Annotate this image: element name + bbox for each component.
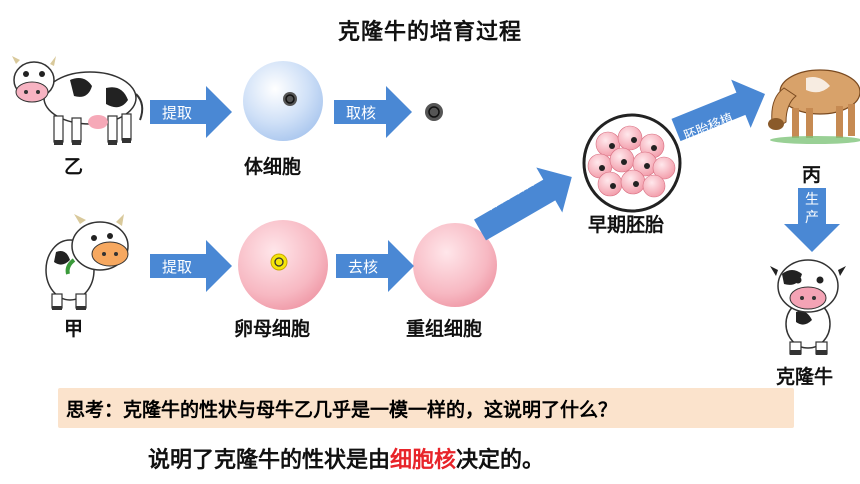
cow-bing-icon [768,69,860,144]
label-cow-yi: 乙 [64,156,84,178]
cow-yi-icon [12,56,144,145]
arrow-extract-bottom [150,240,232,292]
label-body-cell: 体细胞 [244,156,302,178]
arrow-remove-nucleus-label: 去核 [348,258,379,276]
arrow-birth [784,188,840,252]
body-cell-icon [243,61,323,141]
label-cow-jia: 甲 [64,318,84,340]
arrow-birth-label-2: 产 [805,210,819,226]
arrow-extract-top [150,86,232,138]
answer-text: 说明了克隆牛的性状是由细胞核决定的。 [148,442,544,474]
arrow-extract-top-label: 提取 [162,104,193,122]
arrow-take-nucleus [334,86,412,138]
answer-after: 决定的。 [456,448,545,473]
nucleus-icon [425,103,443,121]
label-clone-cow: 克隆牛 [776,366,834,388]
question-box: 思考：克隆牛的性状与母牛乙几乎是一模一样的，这说明了什么？ [58,388,794,428]
arrow-take-nucleus-label: 取核 [346,104,377,122]
recombined-cell-icon [413,223,497,307]
label-early-embryo: 早期胚胎 [588,214,665,236]
page-title: 克隆牛的培育过程 [337,20,522,45]
clone-cow-icon [770,259,846,355]
egg-cell-icon [238,220,328,310]
cow-jia-icon [45,214,129,310]
arrow-birth-label-1: 生 [805,192,819,208]
label-recombined-cell: 重组细胞 [406,318,483,340]
answer-highlight: 细胞核 [390,448,457,473]
answer-before: 说明了克隆牛的性状是由 [148,448,391,473]
arrow-remove-nucleus [336,240,414,292]
arrow-in-vitro-culture [474,167,572,241]
arrow-extract-bottom-label: 提取 [162,258,193,276]
question-text: 思考：克隆牛的性状与母牛乙几乎是一模一样的，这说明了什么？ [66,398,618,421]
arrow-embryo-transfer [671,79,766,142]
label-cow-bing: 丙 [802,164,822,186]
label-egg-cell: 卵母细胞 [234,318,311,340]
early-embryo-icon [582,113,682,213]
